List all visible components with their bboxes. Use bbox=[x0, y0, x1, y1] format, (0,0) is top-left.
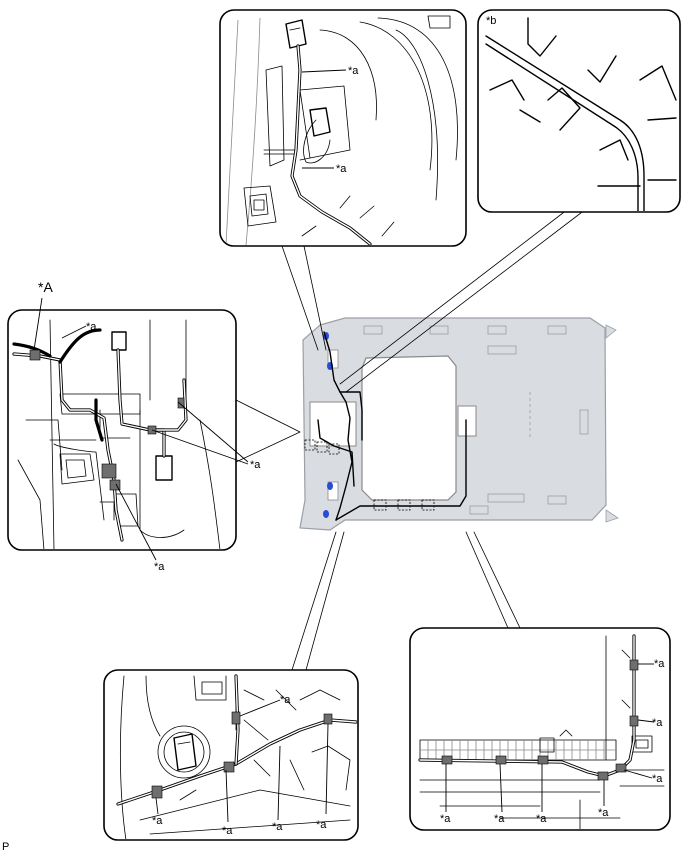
callout-a-label: *a bbox=[440, 813, 451, 825]
callout-a-label: *a bbox=[652, 773, 663, 785]
callout-a-label: *a bbox=[250, 459, 261, 471]
callout-a-label: *a bbox=[280, 694, 291, 706]
callout-a-label: *a bbox=[152, 815, 163, 827]
callout-a-label: *a bbox=[652, 717, 663, 729]
callout-a-label: *a bbox=[654, 658, 665, 670]
callout-b-label: *b bbox=[486, 15, 496, 27]
detail-left-harness: *A *a *a *a bbox=[7, 279, 261, 573]
callout-a-label: *a bbox=[494, 813, 505, 825]
callout-a-label: *a bbox=[336, 163, 347, 175]
callout-a-label: *a bbox=[536, 813, 547, 825]
detail-bottom-left-routing: *a *a *a *a *a bbox=[103, 669, 359, 841]
callout-a-label: *a bbox=[86, 321, 97, 333]
detail-top-clips: *a *a bbox=[219, 9, 467, 247]
headliner-illustration bbox=[299, 317, 619, 531]
callout-a-label: *a bbox=[222, 825, 233, 837]
callout-a-label: *a bbox=[598, 807, 609, 819]
callout-a-label: *a bbox=[154, 561, 165, 573]
detail-top-right-routing: *b bbox=[477, 9, 681, 213]
callout-leaders bbox=[235, 205, 591, 671]
detail-bottom-right-routing: *a *a *a *a *a *a *a bbox=[409, 627, 671, 831]
callout-a-label: *a bbox=[316, 819, 327, 831]
figure-code: P bbox=[2, 841, 9, 852]
callout-A-label: *A bbox=[38, 279, 53, 295]
callout-a-label: *a bbox=[348, 65, 359, 77]
callout-a-label: *a bbox=[272, 821, 283, 833]
